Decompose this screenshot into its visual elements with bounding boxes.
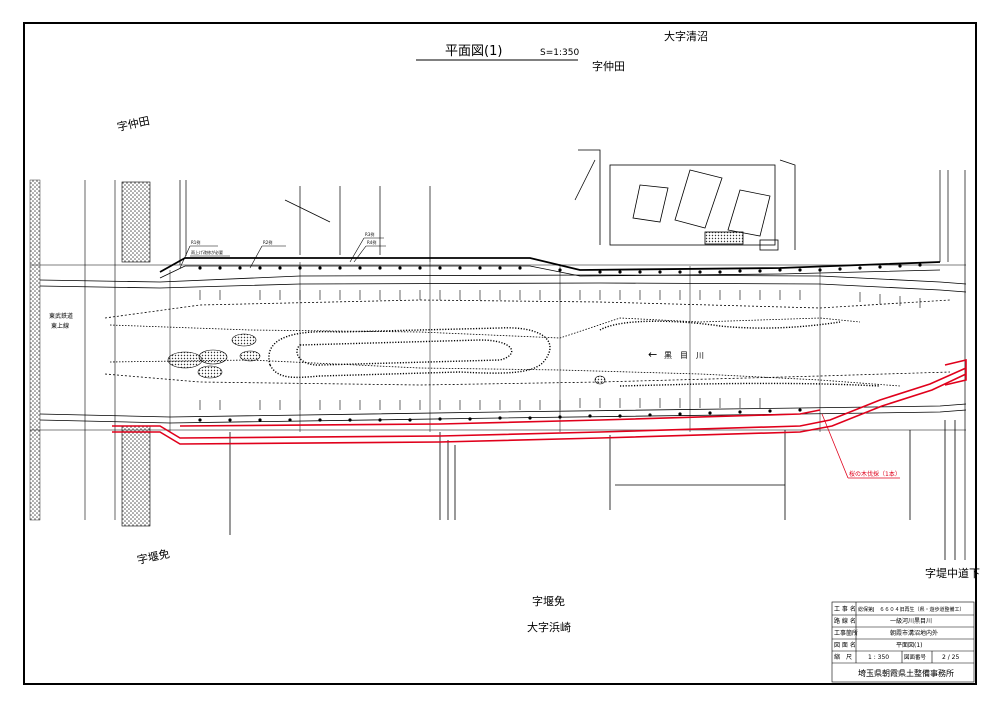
place-name-bottom-right: 字堤中道下 <box>925 566 980 580</box>
title-block-office: 埼玉県朝霞県土整備事務所 <box>858 668 954 678</box>
red-callout-leader <box>821 413 849 479</box>
title-block <box>831 601 975 683</box>
river-name: 黒 目 川 <box>664 351 704 360</box>
title-block-row3-label: 工事箇所 <box>834 629 858 637</box>
river-flow-arrow: ← <box>648 348 657 361</box>
section-lines <box>169 262 821 432</box>
vegetation-blobs <box>167 333 606 385</box>
title-block-row2-value: 一級河川黒目川 <box>890 617 932 625</box>
place-name-top-right: 大字清沼 <box>664 29 708 43</box>
drawing-title: 平面図(1) <box>445 44 502 59</box>
place-name-bottom-mid1: 字堰免 <box>532 594 565 608</box>
place-name-top-mid: 字仲田 <box>592 59 625 73</box>
callout-r4: R4例 <box>367 239 376 245</box>
place-name-bottom-left: 字堰免 <box>136 546 171 567</box>
title-block-row4-label: 図 面 名 <box>834 641 856 649</box>
lower-grid <box>229 420 956 560</box>
upper-promenade <box>159 257 941 279</box>
callouts-top <box>179 237 386 269</box>
place-name-left: 字仲田 <box>116 113 151 134</box>
bollards-top <box>198 263 922 274</box>
bridge-left <box>29 179 966 527</box>
buildings-top <box>574 149 796 251</box>
title-block-row1-value: 総保第J ６６０４旧再生（県・遊歩道整備工） <box>858 606 964 613</box>
title-block-row4-value: 平面図(1) <box>896 642 923 649</box>
boundary-top <box>179 170 966 560</box>
title-block-scale-label: 縮 尺 <box>834 653 852 661</box>
callout-r1: R1例 <box>191 239 200 245</box>
railway-label-line1: 東武鉄道 <box>49 312 73 320</box>
river-island <box>268 320 881 387</box>
place-name-bottom-mid2: 大字浜崎 <box>527 620 571 634</box>
drawing-frame <box>23 22 977 685</box>
callout-r3: R3例 <box>365 231 374 237</box>
title-block-scale-value: 1 : 350 <box>868 654 889 661</box>
river-channel <box>39 274 967 424</box>
red-callout-text: 桜の木伐採（1本） <box>849 470 901 478</box>
drawing-scale: S=1:350 <box>540 48 579 58</box>
bollards-bottom <box>198 408 802 422</box>
railway-label-line2: 東上線 <box>51 322 69 330</box>
title-block-number-value: 2 / 25 <box>942 654 959 661</box>
callout-r2: R2例 <box>263 239 272 245</box>
title-block-number-label: 図面番号 <box>904 654 927 661</box>
title-block-row2-label: 路 線 名 <box>834 617 856 625</box>
title-block-row1-label: 工 事 名 <box>834 605 856 613</box>
slope-ticks-bottom <box>199 398 761 410</box>
red-construction-path <box>112 358 967 445</box>
title-block-row3-value: 朝霞市溝沼地内外 <box>890 629 938 637</box>
callout-r1-note: 雨上げ改修が必要 <box>191 249 223 255</box>
